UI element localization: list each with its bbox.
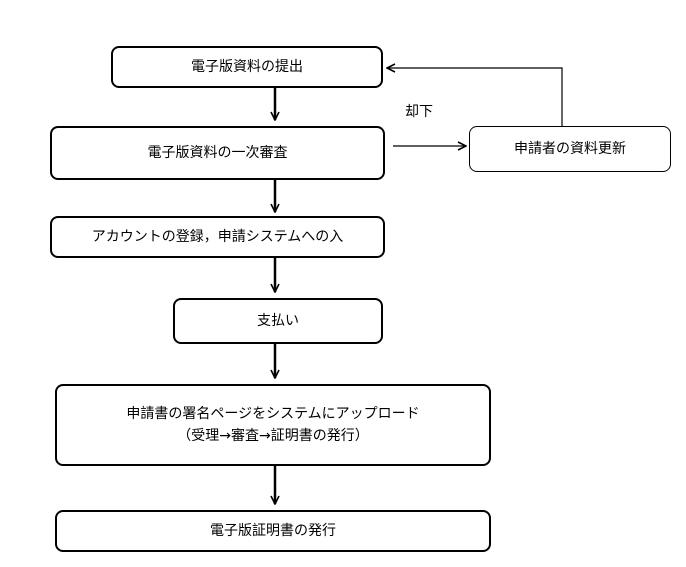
step-register-label: アカウントの登録，申請システムへの入 [91, 228, 344, 245]
step-register: アカウントの登録，申請システムへの入 [50, 216, 385, 258]
step-issue-label: 電子版証明書の発行 [210, 522, 336, 539]
step-issue: 電子版証明書の発行 [55, 510, 491, 552]
reject-label: 却下 [405, 104, 433, 120]
step-first-review-label: 電子版資料の一次審査 [147, 144, 288, 161]
step-upload-label-line1: 申請書の署名ページをシステムにアップロード [126, 405, 420, 422]
step-payment: 支払い [173, 298, 383, 344]
step-payment-label: 支払い [257, 312, 299, 329]
arrow-feedback [387, 68, 563, 126]
step-upload-label-line2: （受理→審査→証明書の発行） [177, 428, 369, 444]
step-submit-label: 電子版資料の提出 [191, 58, 303, 75]
side-update-label: 申請者の資料更新 [514, 140, 626, 157]
step-first-review: 電子版資料の一次審査 [50, 126, 385, 180]
step-submit: 電子版資料の提出 [111, 46, 383, 88]
side-update: 申請者の資料更新 [469, 126, 671, 172]
step-upload: 申請書の署名ページをシステムにアップロード （受理→審査→証明書の発行） [55, 384, 491, 466]
